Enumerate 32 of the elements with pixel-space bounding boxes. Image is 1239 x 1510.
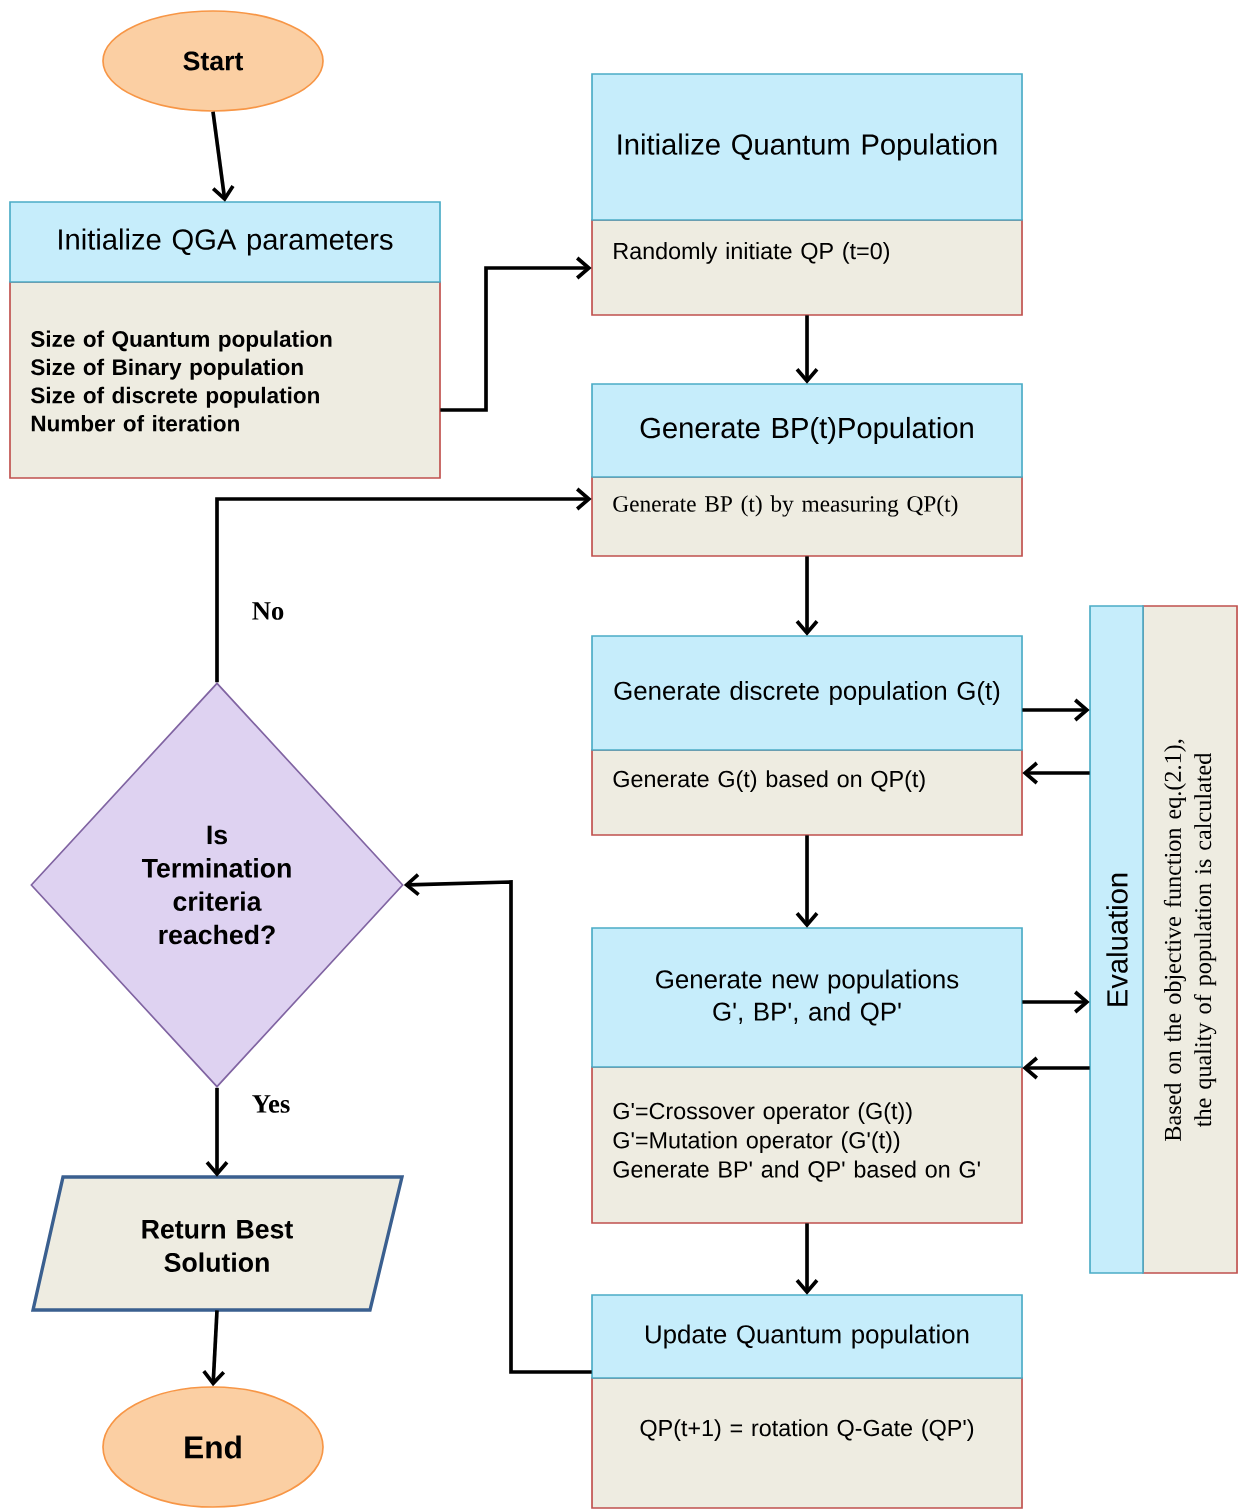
node-label: Evaluation	[1106, 873, 1128, 1006]
arrow	[1022, 1056, 1090, 1080]
node-label: Generate new populations G', BP', and QP'	[656, 969, 959, 1026]
arrow	[403, 873, 592, 1374]
process-box: Generate BP(t)Population Generate BP (t) by measuring QP(t)	[591, 383, 1023, 557]
arrow	[795, 835, 819, 928]
process-box: Generate discrete population G(t) Generate G(t) based on QP(t)	[591, 635, 1023, 836]
node-label: Generate G(t) based on QP(t)	[613, 770, 925, 792]
process-box: Generate new populations G', BP', and QP' G'=Crossover operator (G(t)) G'=Mutation operator (G'(t)) Generate BP' and QP' based on G'	[591, 927, 1023, 1224]
edge-label: No	[250, 600, 286, 622]
arrow	[795, 315, 819, 384]
arrow	[1022, 990, 1090, 1014]
node-label: Update Quantum population	[645, 1324, 969, 1349]
arrow	[205, 1087, 229, 1177]
edge-label: Yes	[250, 1093, 292, 1115]
arrow	[795, 1223, 819, 1295]
evaluation-box: Evaluation Based on the objective function eq.(2.1), the quality of population is calculated	[1089, 605, 1238, 1274]
node-label: Initialize QGA parameters	[59, 228, 393, 256]
terminal-oval: End	[102, 1386, 324, 1508]
arrow	[215, 487, 592, 683]
node-label: Generate BP (t) by measuring QP(t)	[613, 495, 958, 517]
arrow	[1022, 698, 1090, 722]
arrow	[1022, 761, 1090, 785]
node-label: Randomly initiate QP (t=0)	[614, 242, 889, 264]
terminal-oval: Start	[102, 10, 324, 112]
arrow	[795, 556, 819, 636]
process-box: Initialize QGA parameters Size of Quantum population Size of Binary population Size of discrete population Number of iteration	[9, 201, 441, 479]
process-box: Initialize Quantum Population Randomly initiate QP (t=0)	[591, 73, 1023, 316]
process-box: Update Quantum population QP(t+1) = rotation Q-Gate (QP')	[591, 1294, 1023, 1509]
arrow	[202, 1310, 226, 1387]
arrow	[440, 256, 592, 412]
arrow	[211, 111, 235, 202]
